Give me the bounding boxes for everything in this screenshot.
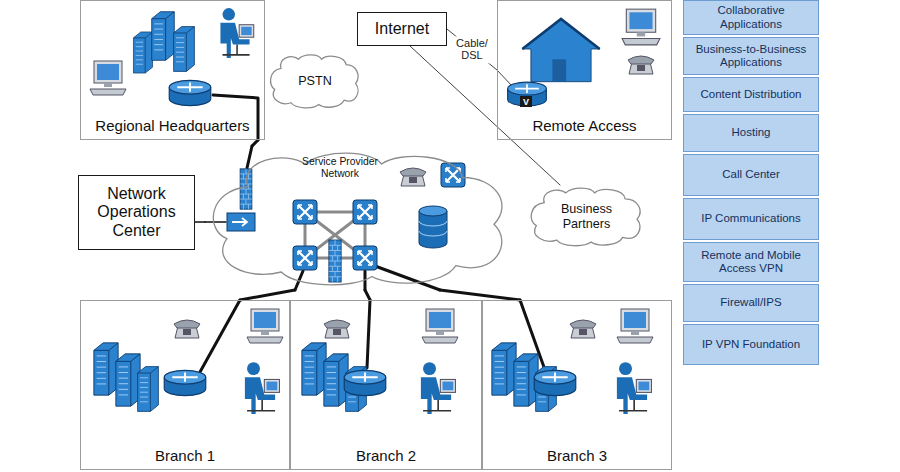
branch-box: Branch 2	[290, 300, 482, 470]
cloud-path	[271, 55, 359, 108]
connector-line	[440, 290, 520, 300]
service-layer-box: Collaborative Applications	[683, 0, 819, 35]
node-text: Service Provider Network	[285, 156, 395, 180]
internet-box: Internet	[357, 12, 447, 46]
connector-line	[410, 46, 560, 185]
connector-line	[240, 290, 295, 300]
service-layer-box: Hosting	[683, 114, 819, 152]
node-text: Remote and Mobile Access VPN	[688, 249, 814, 275]
network-cloud: Business Partners	[528, 185, 645, 248]
cloud-path	[213, 153, 502, 285]
edge-label: Cable/ DSL	[454, 36, 490, 63]
connector-line	[365, 290, 370, 300]
network-cloud: PSTN	[268, 52, 362, 110]
node-text: Hosting	[688, 126, 814, 139]
node-text: Branch 3	[487, 447, 667, 464]
branch-box: Branch 1	[80, 300, 290, 470]
node-text: Firewall/IPS	[688, 296, 814, 309]
node-text: IP VPN Foundation	[688, 338, 814, 351]
node-text: Remote Access	[502, 117, 667, 134]
network-cloud: Service Provider Network	[205, 146, 515, 290]
service-layer-box: Firewall/IPS	[683, 284, 819, 322]
node-text: IP Communications	[688, 212, 814, 225]
node-text: Business Partners	[550, 202, 623, 231]
node-text: Regional Headquarters	[85, 117, 260, 134]
service-layer-box: Content Distribution	[683, 77, 819, 112]
service-layer-box: IP VPN Foundation	[683, 324, 819, 365]
site-box: Remote Access	[497, 0, 672, 140]
node-text: Network Operations Center	[84, 185, 189, 240]
service-layer-box: Business-to-Business Applications	[683, 37, 819, 75]
node-text: PSTN	[282, 74, 348, 88]
connector-line	[195, 221, 205, 223]
service-layer-box: IP Communications	[683, 198, 819, 240]
site-box: Regional Headquarters	[80, 0, 265, 140]
node-text: Branch 2	[295, 447, 477, 464]
service-layer-box: Call Center	[683, 154, 819, 196]
connector-line	[252, 140, 258, 146]
node-text: Business-to-Business Applications	[688, 43, 814, 69]
service-layer-box: Remote and Mobile Access VPN	[683, 242, 819, 282]
cloud-outline	[205, 146, 515, 290]
branch-box: Branch 3	[482, 300, 672, 470]
badge-letter: V	[523, 96, 529, 106]
node-text: Branch 1	[85, 447, 285, 464]
operations-box: Network Operations Center	[78, 175, 195, 250]
cloud-path	[531, 188, 640, 246]
connector-line	[447, 29, 497, 70]
node-text: Collaborative Applications	[688, 4, 814, 30]
node-text: Call Center	[688, 168, 814, 181]
node-text: Content Distribution	[688, 88, 814, 101]
node-text: Internet	[362, 20, 442, 38]
